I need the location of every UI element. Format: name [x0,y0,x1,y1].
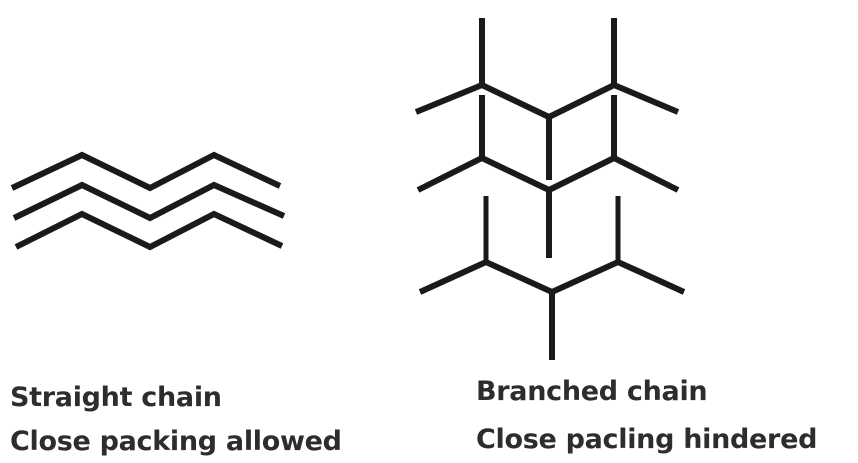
straight-chain-line-3 [14,210,284,251]
straight-chain-note: Close packing allowed [10,426,342,457]
branched-chain-backbone-1 [414,81,680,121]
branched-chain-molecule-1 [414,18,680,180]
branched-chain-backbone-3 [418,258,686,296]
branched-chain-molecule-2 [416,95,680,258]
straight-chain-title: Straight chain [10,382,222,413]
branched-chain-note: Close pacling hindered [476,424,818,455]
straight-chain-group [10,151,286,251]
branched-chain-molecule-3 [418,196,686,360]
straight-chain-line-1 [10,151,282,192]
branched-chain-title: Branched chain [476,376,708,407]
straight-chain-line-2 [12,181,286,222]
branched-chain-group [414,18,686,360]
